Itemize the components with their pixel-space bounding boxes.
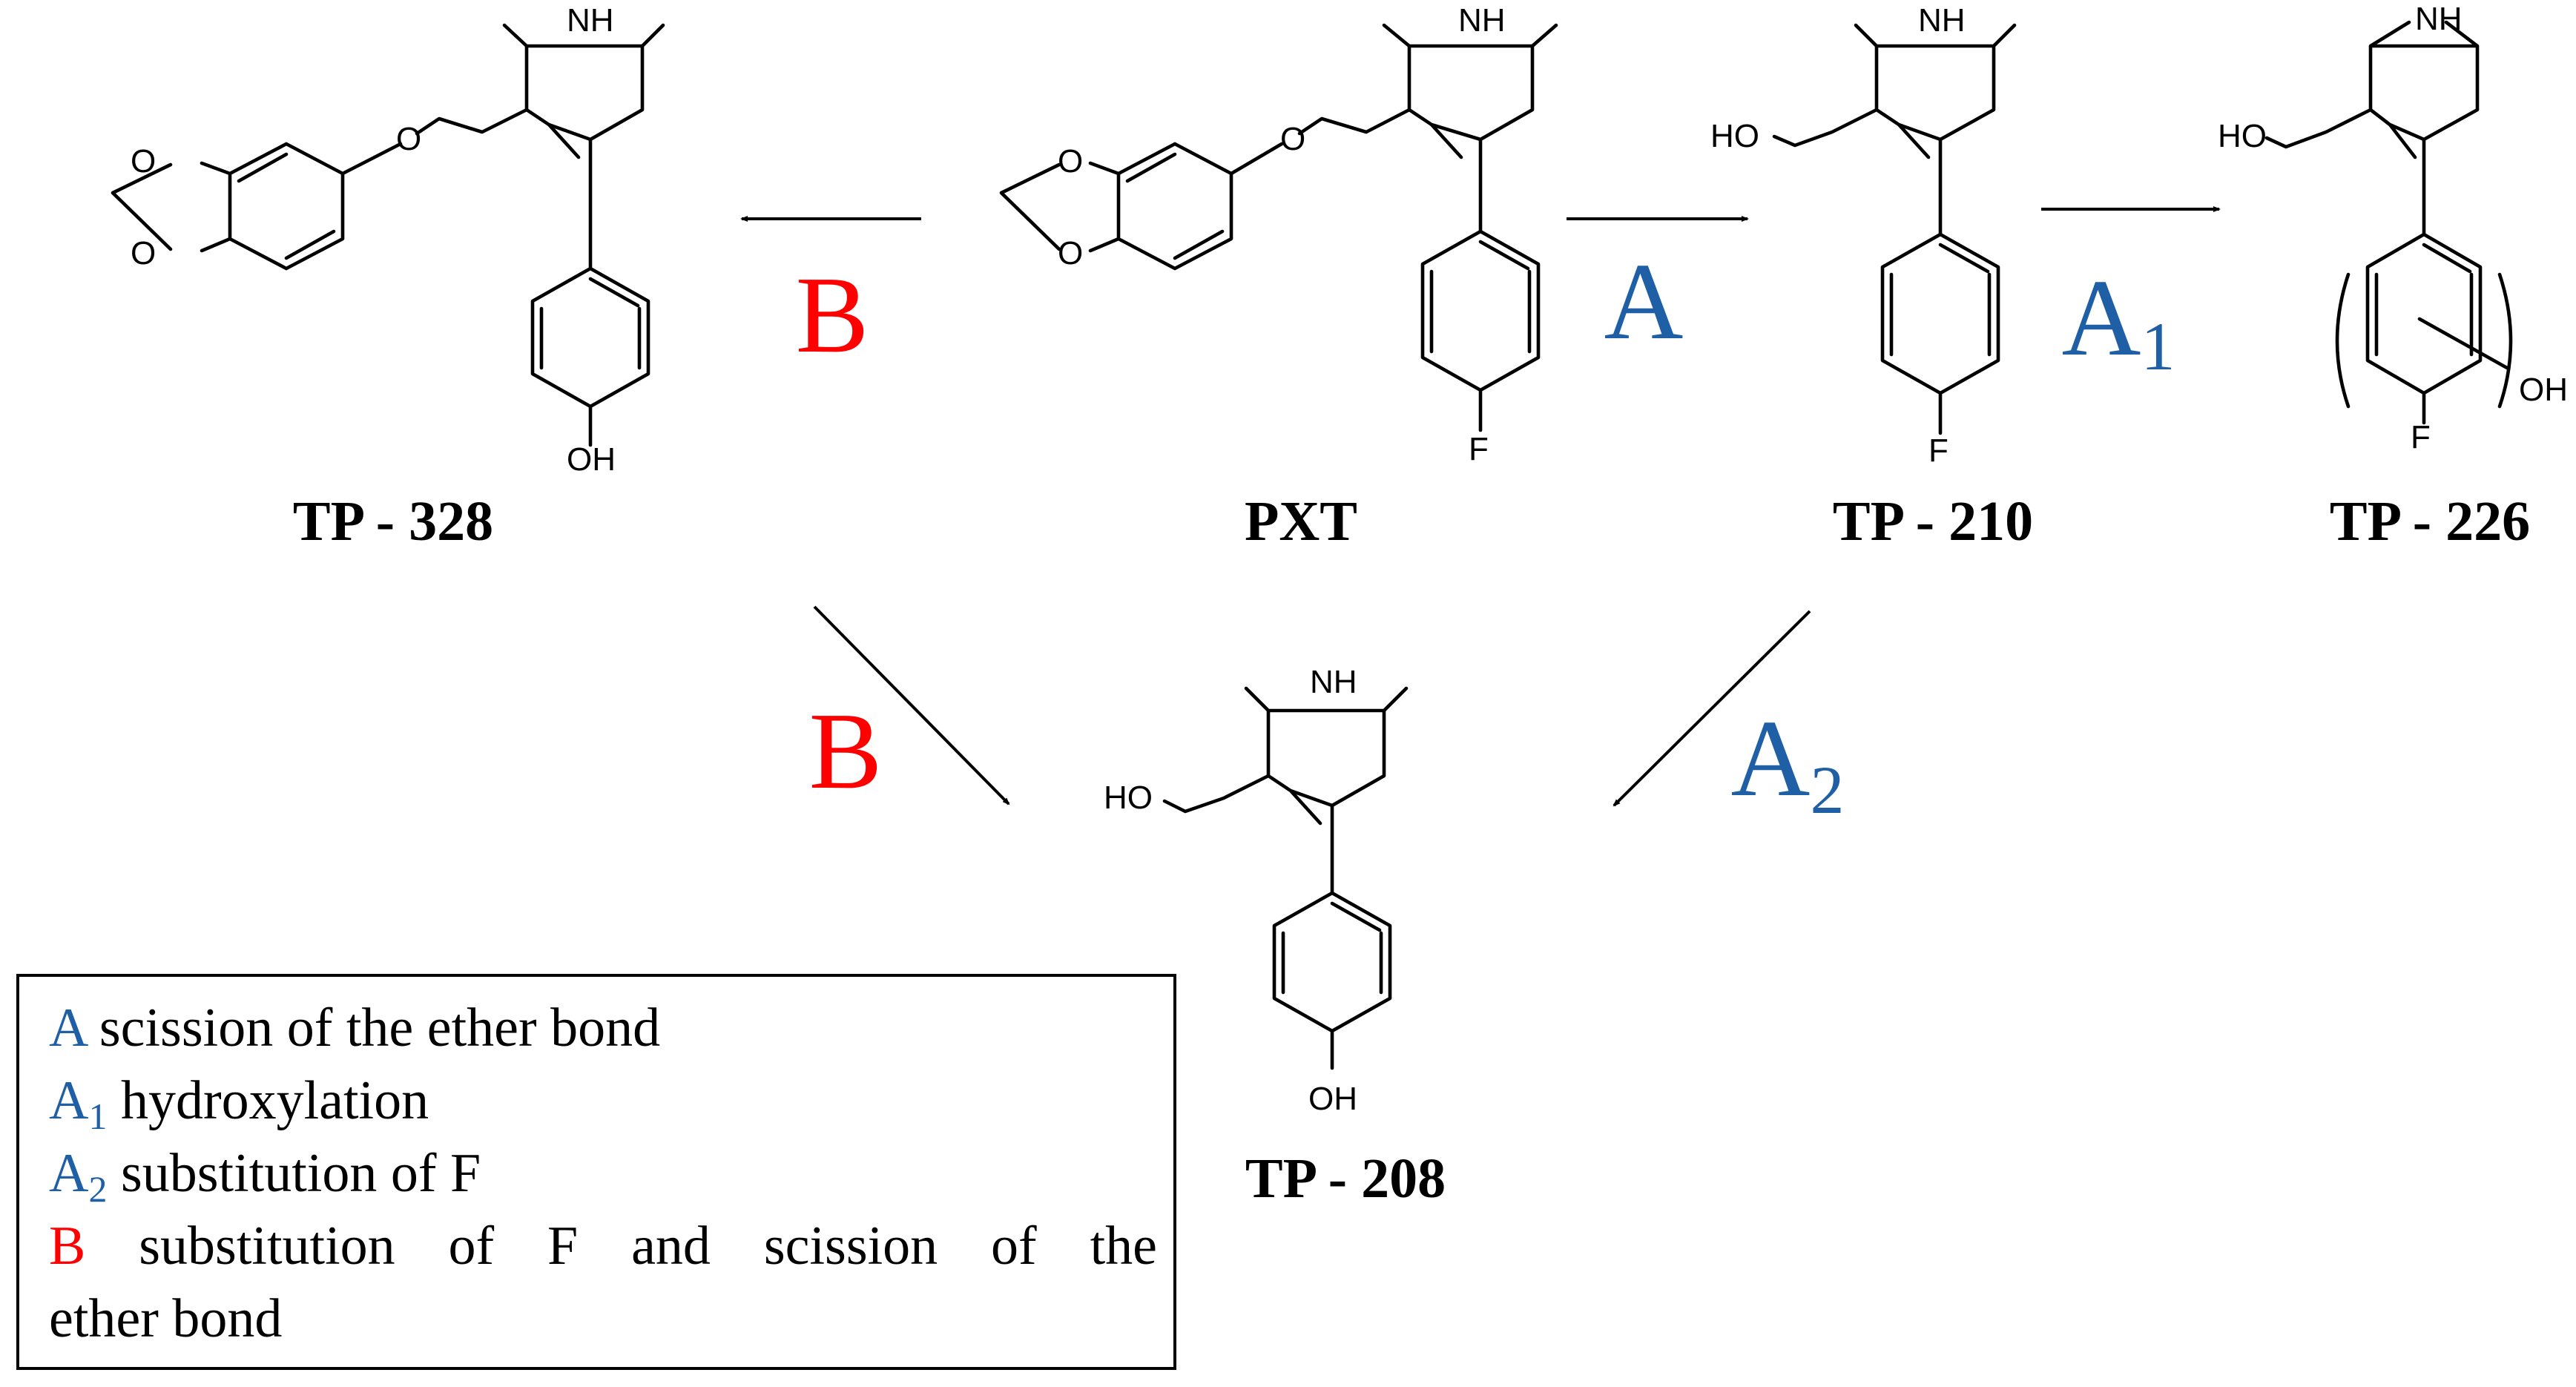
tp328-nh-label: NH xyxy=(567,2,614,39)
pxt-nh-label: NH xyxy=(1458,2,1506,39)
tp328-dioxole-o-top-label: O xyxy=(131,143,156,179)
tp328-dioxole-o-bottom-label: O xyxy=(131,235,156,271)
tp210-f-label: F xyxy=(1928,432,1949,469)
tp328-ether-o-label: O xyxy=(396,121,421,157)
legend-code-a2-base: A xyxy=(49,1143,89,1204)
tp328-oh-label: OH xyxy=(567,441,616,478)
legend-item-a2: A2 substitution of F xyxy=(49,1137,1157,1210)
pxt-dioxole-o-top-label: O xyxy=(1058,143,1083,179)
legend-item-b: B substitution of F and scission of the xyxy=(49,1210,1157,1282)
legend-item-a1: A1 hydroxylation xyxy=(49,1064,1157,1137)
tp226-ho-label: HO xyxy=(2218,118,2267,154)
tp226-name: TP - 226 xyxy=(2330,490,2530,553)
legend-text-a1: hydroxylation xyxy=(107,1070,429,1131)
reaction-label-a: A xyxy=(1604,241,1684,363)
tp208-oh-label: OH xyxy=(1308,1081,1357,1117)
reaction-label-b-top: B xyxy=(796,254,869,376)
pxt-dioxole-o-bottom-label: O xyxy=(1058,235,1083,271)
tp208-ho-label: HO xyxy=(1104,780,1153,816)
pxt-f-label: F xyxy=(1469,431,1489,467)
reaction-label-a2-sub: 2 xyxy=(1810,752,1844,828)
reaction-label-a2: A2 xyxy=(1731,698,1845,828)
legend-code-a1-base: A xyxy=(49,1070,89,1131)
legend-box: A scission of the ether bond A1 hydroxyl… xyxy=(16,974,1176,1370)
legend-code-a2-sub: 2 xyxy=(88,1168,108,1210)
legend-code-a1: A1 xyxy=(49,1070,107,1135)
tp210-ho-label: HO xyxy=(1710,118,1759,154)
legend-text-b-continued: ether bond xyxy=(49,1288,283,1349)
legend-text-a2: substitution of F xyxy=(107,1143,481,1204)
arrow-tp328-to-tp208 xyxy=(813,605,1010,805)
legend-code-a2: A2 xyxy=(49,1143,107,1208)
tp208-structure: NH HO OH xyxy=(1104,664,1409,1117)
reaction-label-a1-sub: 1 xyxy=(2141,309,2175,384)
reaction-label-a2-base: A xyxy=(1731,698,1811,820)
pxt-name: PXT xyxy=(1245,490,1357,553)
reaction-label-a1-base: A xyxy=(2062,257,2141,379)
legend-code-b: B xyxy=(49,1216,86,1276)
reaction-label-b-bottom: B xyxy=(809,691,883,812)
arrow-tp210-to-tp208 xyxy=(1613,610,1811,807)
legend-text-a: scission of the ether bond xyxy=(85,998,661,1058)
tp210-structure: NH HO F xyxy=(1710,2,2017,469)
reaction-label-a1: A1 xyxy=(2062,257,2175,384)
tp210-nh-label: NH xyxy=(1918,2,1966,39)
legend-item-b-continued: ether bond xyxy=(49,1282,1157,1355)
legend-code-a: A xyxy=(49,998,86,1058)
legend-item-a: A scission of the ether bond xyxy=(49,992,1157,1064)
legend-text-b: substitution of F and scission of the xyxy=(85,1216,1157,1276)
pxt-ether-o-label: O xyxy=(1280,121,1305,157)
tp226-nh-label: NH xyxy=(2415,1,2463,37)
pxt-structure: NH O O O F xyxy=(999,2,1558,467)
tp226-f-label: F xyxy=(2411,419,2431,455)
tp208-nh-label: NH xyxy=(1310,664,1357,700)
legend-code-a1-sub: 1 xyxy=(88,1096,108,1137)
tp208-name: TP - 208 xyxy=(1245,1147,1446,1210)
tp226-oh-label: OH xyxy=(2519,372,2568,408)
tp328-structure: NH O O O OH xyxy=(111,2,665,478)
tp210-name: TP - 210 xyxy=(1833,490,2033,553)
tp328-name: TP - 328 xyxy=(293,490,493,553)
tp226-structure: NH HO OH F xyxy=(2218,1,2568,455)
